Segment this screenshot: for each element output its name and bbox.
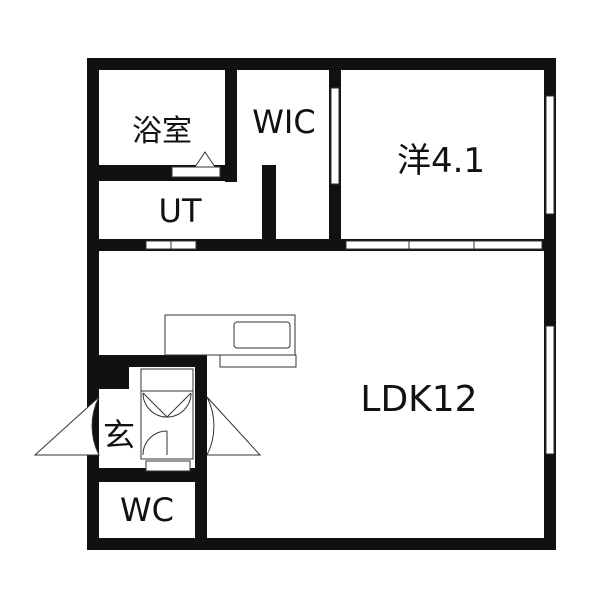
room-label-bath: 浴室 [132, 114, 192, 149]
doors [145, 166, 543, 472]
kitchen-counter [164, 314, 297, 368]
room-label-wic: WIC [252, 103, 315, 141]
room-label-ut: UT [159, 192, 202, 230]
room-label-western: 洋4.1 [397, 141, 485, 181]
bath-step-marker [194, 151, 216, 168]
room-label-entrance: 玄 [103, 416, 135, 454]
entrance-inner-doors [140, 368, 194, 460]
windows [330, 87, 555, 455]
entrance-door-swings [33, 396, 262, 456]
room-label-wc: WC [120, 491, 174, 529]
room-label-ldk: LDK12 [360, 379, 477, 420]
